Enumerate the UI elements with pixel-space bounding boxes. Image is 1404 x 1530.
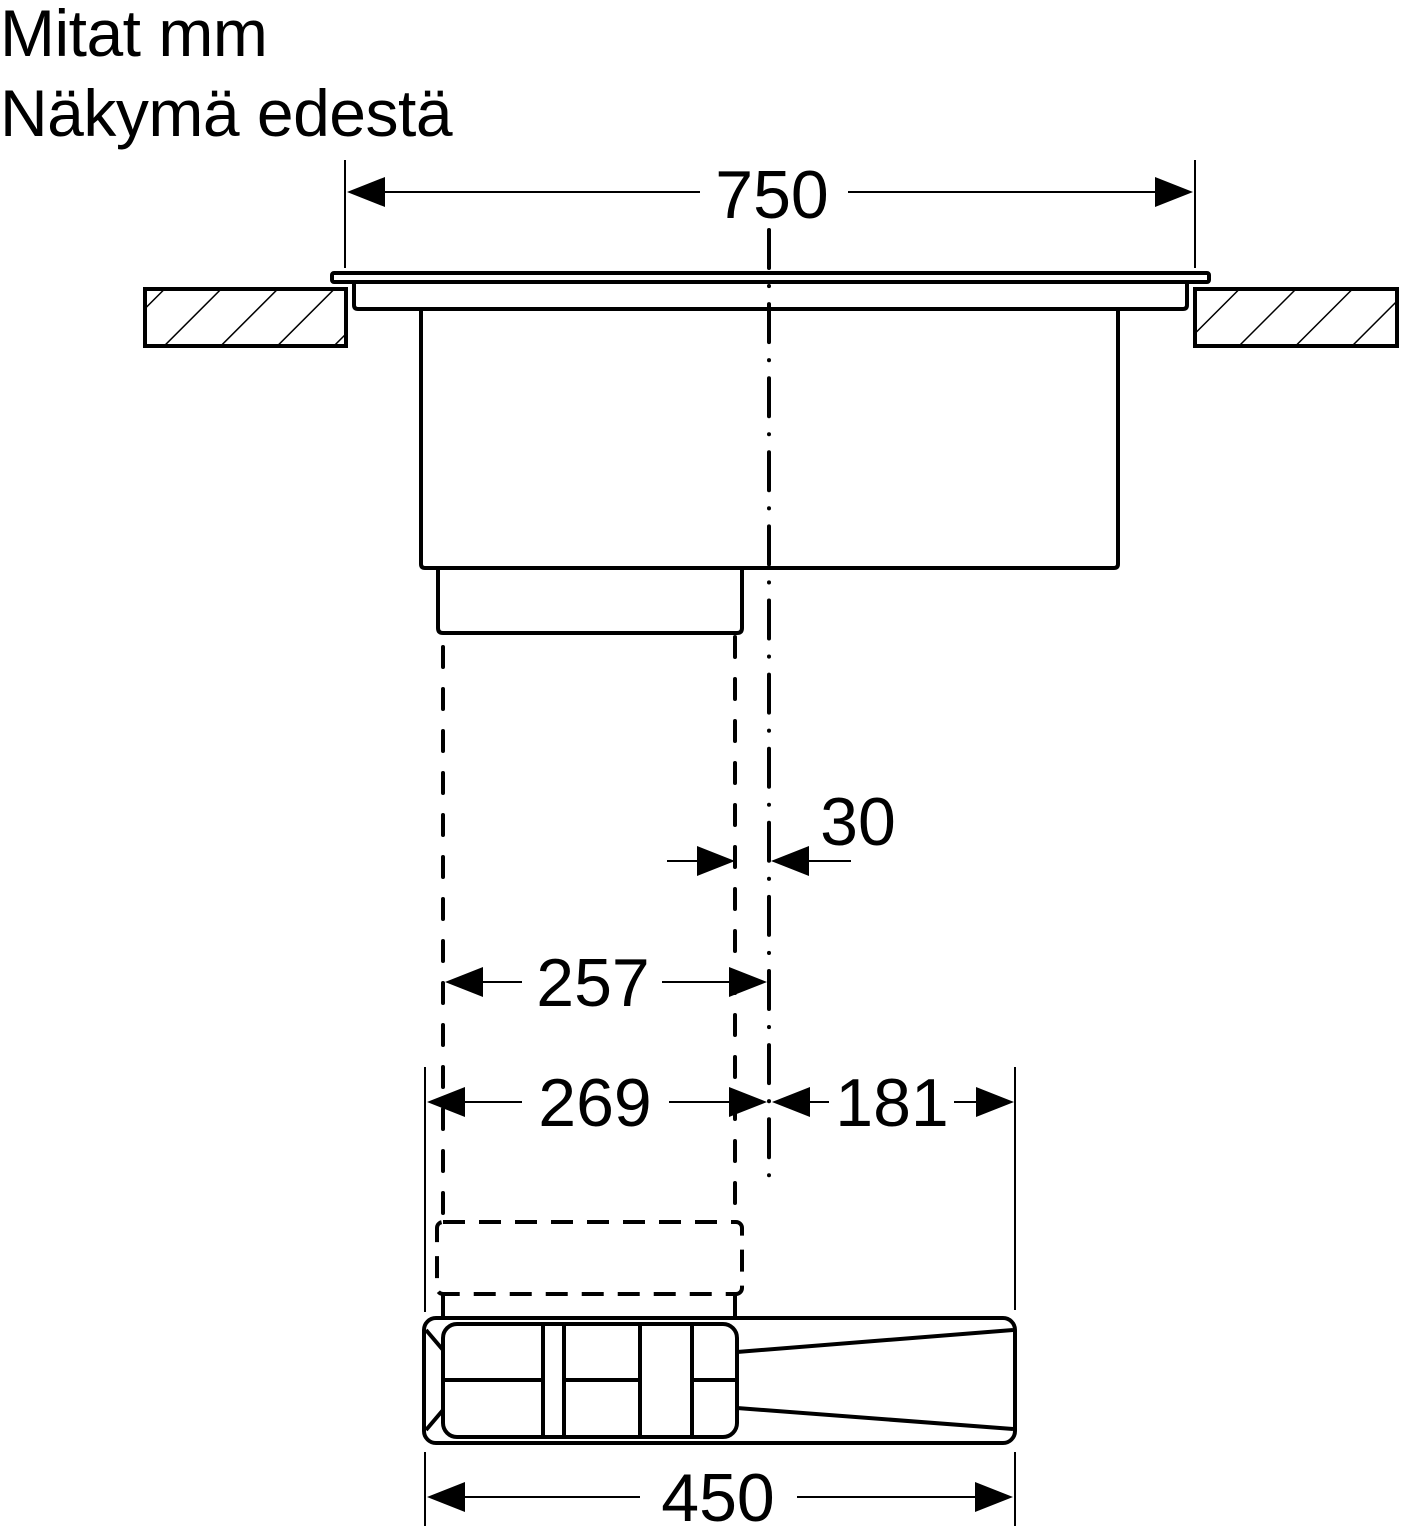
dimension-30: 30: [667, 784, 896, 876]
duct-connector: [435, 1220, 744, 1318]
air-outlet: [436, 568, 744, 635]
worktop-left-section: [143, 287, 348, 348]
dimension-257: 257: [445, 945, 767, 1021]
arrow-left-icon: [772, 1087, 810, 1117]
dimension-label-257: 257: [536, 945, 649, 1021]
plinth-fan-unit: [422, 1316, 1017, 1445]
cooktop-glass: [330, 271, 1211, 284]
arrow-right-icon: [975, 1482, 1013, 1512]
arrow-left-icon: [347, 177, 385, 207]
dimension-269: 269: [424, 1065, 767, 1312]
arrow-left-icon: [427, 1482, 465, 1512]
dimension-label-750: 750: [715, 157, 828, 233]
duct-channel: [441, 635, 737, 1224]
page-title-view: Näkymä edestä: [0, 76, 453, 150]
arrow-right-icon: [1155, 177, 1193, 207]
dimension-750: 750: [344, 157, 1196, 268]
worktop-right-section: [1193, 287, 1399, 348]
arrow-right-icon: [729, 1087, 767, 1117]
page-title-dimensions: Mitat mm: [0, 0, 268, 70]
arrow-left-icon: [771, 846, 809, 876]
arrow-right-icon: [976, 1087, 1014, 1117]
dimension-label-181: 181: [835, 1065, 948, 1141]
appliance-body: [419, 309, 1120, 570]
dimension-label-269: 269: [538, 1065, 651, 1141]
dimension-label-30: 30: [820, 784, 896, 860]
arrow-left-icon: [445, 967, 483, 997]
arrow-right-icon: [729, 967, 767, 997]
dimension-label-450: 450: [661, 1460, 774, 1530]
dimension-181: 181: [772, 1065, 1016, 1310]
dimension-450: 450: [424, 1452, 1016, 1530]
arrow-left-icon: [427, 1087, 465, 1117]
arrow-right-icon: [697, 846, 735, 876]
